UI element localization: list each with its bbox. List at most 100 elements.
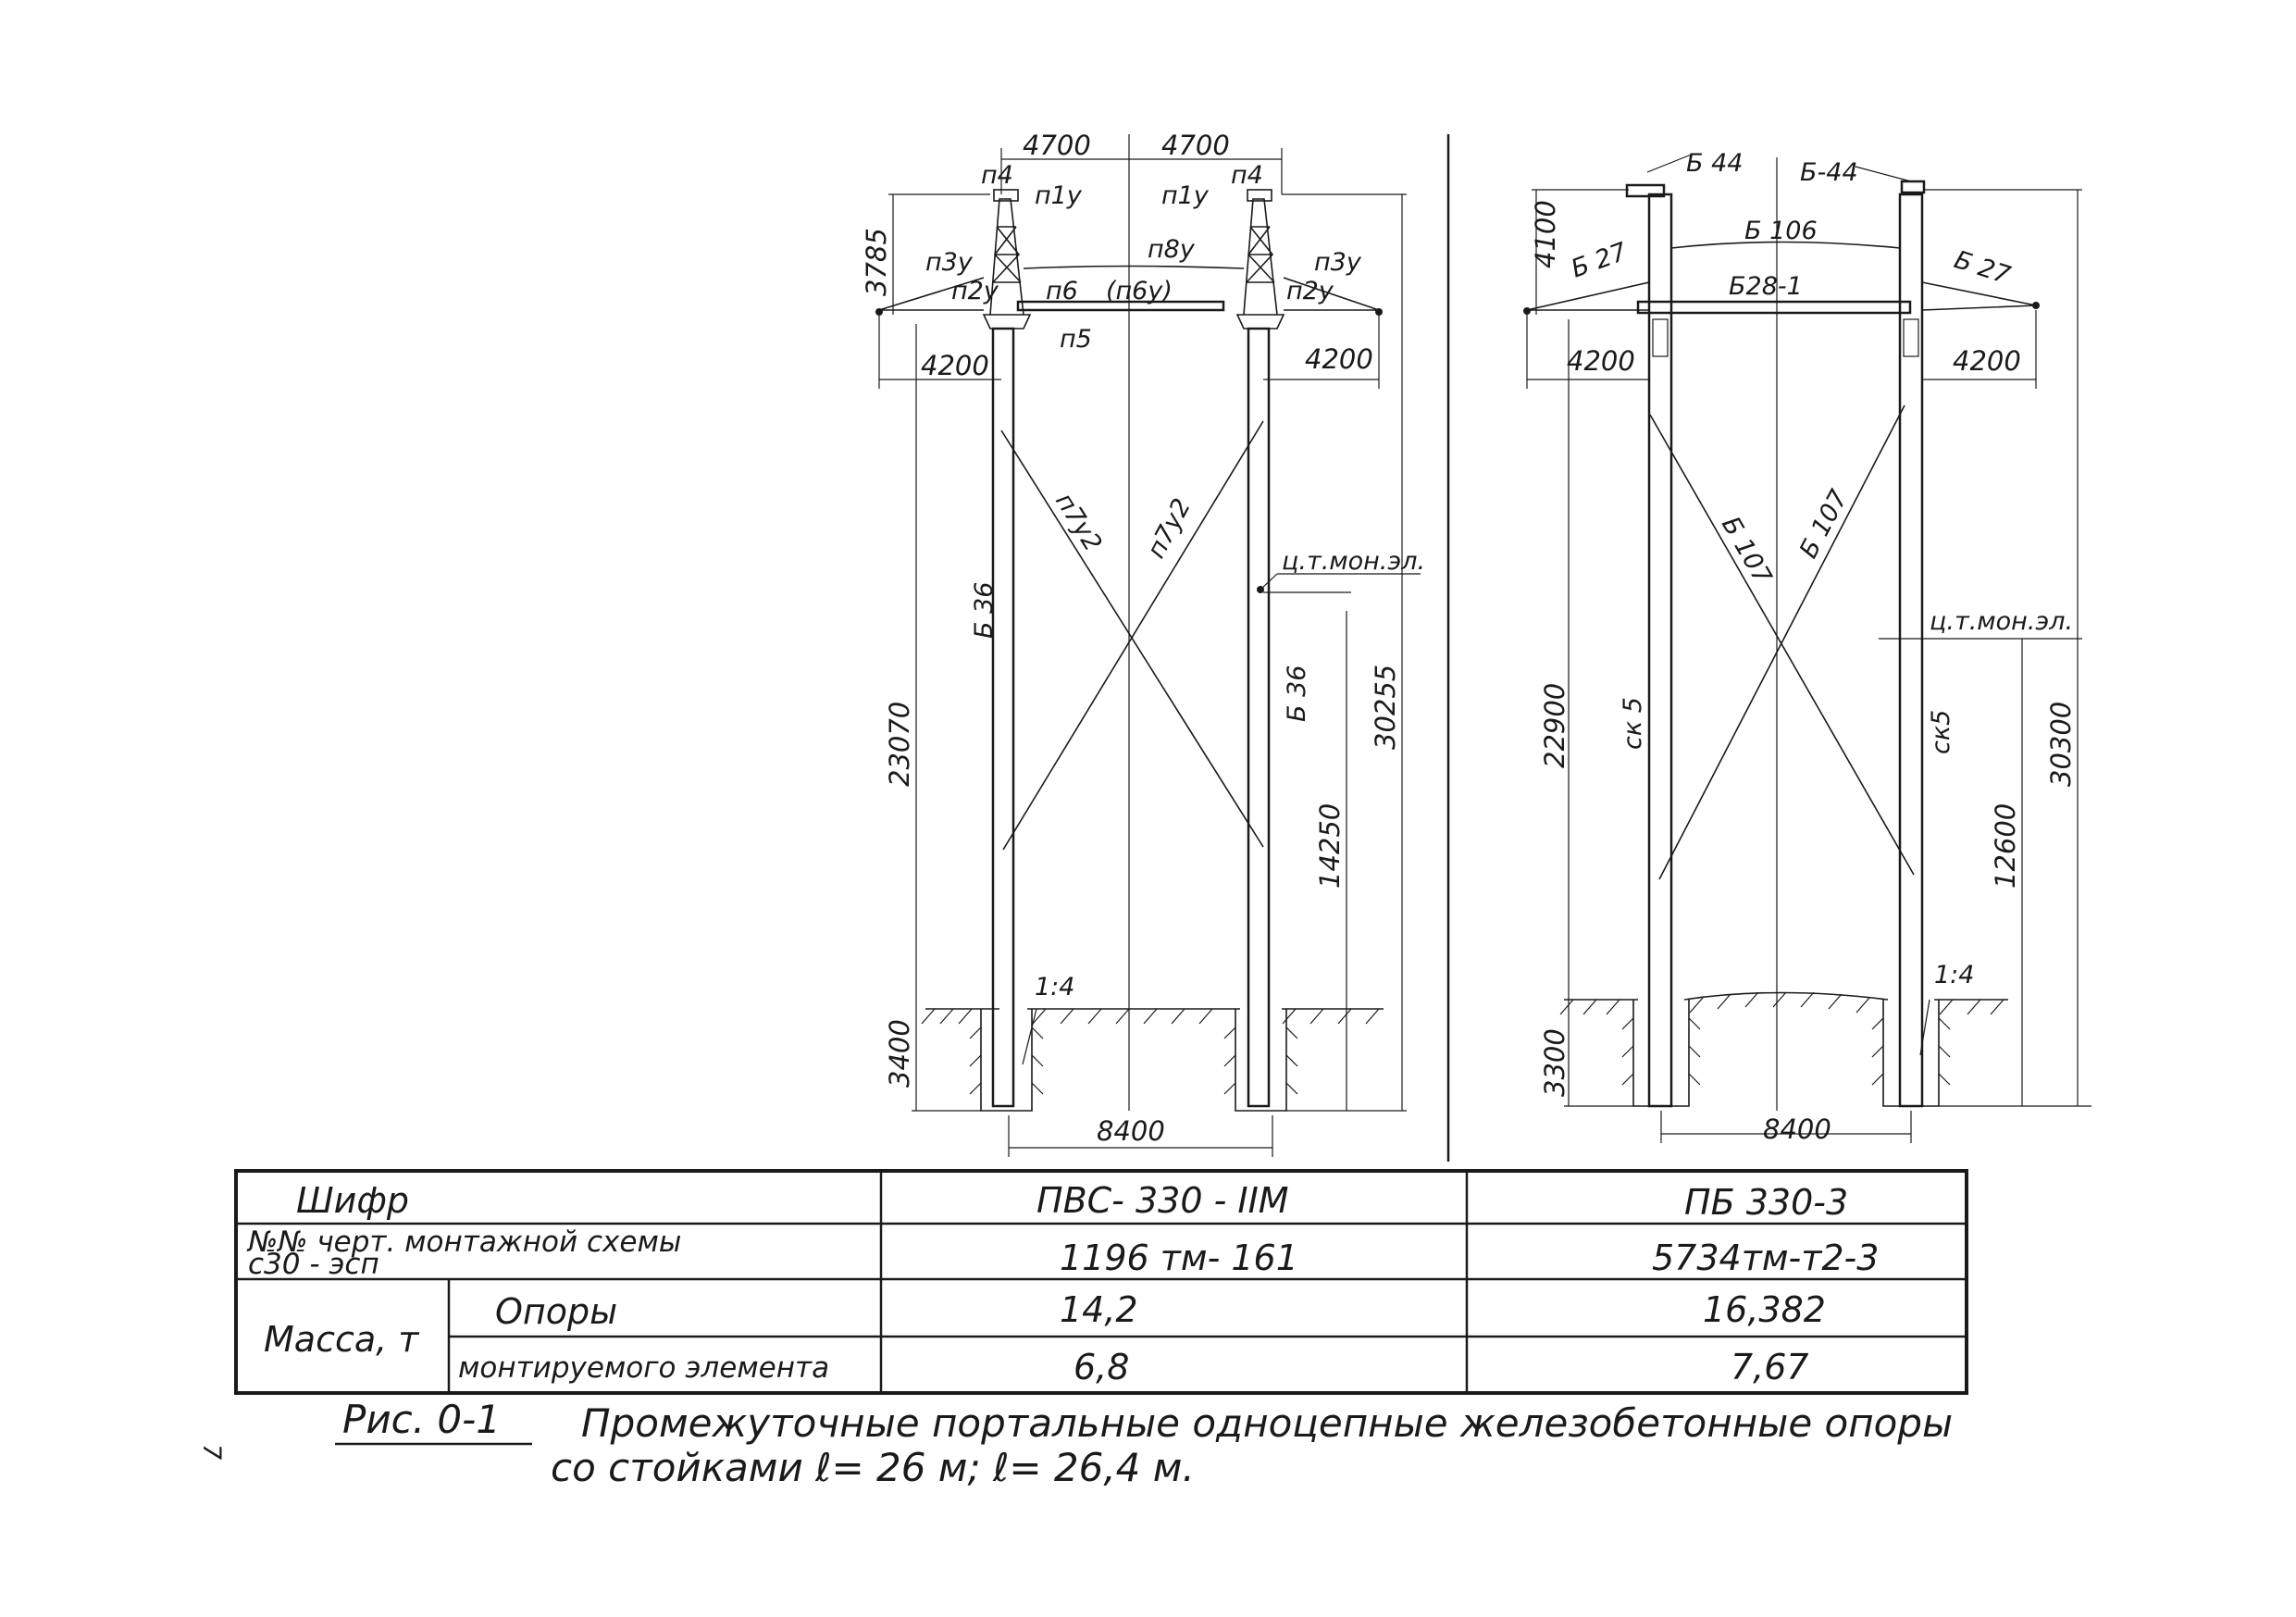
right-dim-pole-height: 22900: [1539, 683, 1570, 768]
right-b44-leader-2: [1855, 166, 1912, 182]
left-pit-1: [980, 1009, 1033, 1112]
right-dim-cg-height: 12600: [1990, 803, 2021, 889]
right-insert-1: [1652, 318, 1669, 357]
right-label-pole-1: ск 5: [1619, 697, 1647, 750]
left-dim-height-top: 3785: [861, 228, 892, 296]
left-outer-arms: [878, 277, 1380, 311]
right-arm-end-2: [2032, 302, 2040, 309]
left-label-p1u-right: п1у: [1161, 181, 1210, 210]
right-arm-end-1: [1523, 307, 1531, 315]
left-brace-a: [1000, 429, 1264, 848]
left-dim-pole-height: 23070: [884, 702, 915, 787]
right-top-tie: [1670, 241, 1901, 249]
left-top-tie: [1023, 265, 1245, 269]
left-label-cg: ц.т.мон.эл.: [1282, 547, 1425, 576]
page-number: 7: [197, 1444, 226, 1460]
left-crossarm: [1016, 300, 1225, 312]
right-cap-2: [1900, 180, 1926, 194]
left-label-p8u: п8у: [1148, 235, 1196, 264]
left-brace-b: [1002, 420, 1264, 851]
right-brace-a: [1649, 414, 1915, 876]
right-dim-arm-right: 4200: [1953, 345, 2021, 377]
table-label-element: монтируемого элемента: [458, 1351, 829, 1385]
right-outer-arms: [1526, 281, 2037, 311]
left-dim-top-left: 4700: [1023, 130, 1091, 161]
table-label-support: Опоры: [495, 1291, 617, 1332]
left-label-p2u-right: п2у: [1286, 277, 1334, 305]
left-dim-arm-left: 4200: [921, 350, 989, 381]
right-label-b44-right: Б-44: [1800, 158, 1858, 187]
left-pit-hatch: [969, 1026, 1298, 1095]
left-label-p6: п6: [1046, 277, 1078, 305]
left-label-p1u-left: п1у: [1035, 181, 1083, 210]
right-support-drawing: 4100 4200 4200 22900 3300 12600 30300 84…: [1523, 149, 2091, 1145]
left-dim-cg-height: 14250: [1314, 803, 1346, 889]
left-pole-2: [1247, 327, 1271, 1108]
right-dim-base-span: 8400: [1763, 1113, 1831, 1145]
left-label-p4-right: п4: [1231, 161, 1263, 190]
right-label-pole-2: ск5: [1927, 710, 1955, 754]
left-ground-hatch: [921, 1008, 1380, 1025]
right-slope: 1:4: [1934, 961, 1974, 989]
right-pit-hatch: [1621, 1017, 1951, 1086]
left-label-p6u: (п6у): [1106, 277, 1173, 305]
table-label-mass: Масса, т: [264, 1319, 420, 1360]
table-drawing-left: 1196 тм- 161: [1060, 1238, 1298, 1278]
right-label-b27-left: Б 27: [1568, 237, 1631, 283]
left-support-drawing: 4700 4700 4200 4200 3785 23070 3400 1425…: [861, 130, 1425, 1157]
left-label-brace-right: п7у2: [1142, 494, 1197, 564]
left-label-pole-2: Б 36: [1283, 665, 1311, 722]
left-dim-embed: 3400: [884, 1019, 915, 1088]
table-support-left: 14,2: [1060, 1289, 1138, 1330]
right-dim-arm-left: 4200: [1567, 345, 1635, 377]
right-label-cg: ц.т.мон.эл.: [1930, 607, 2073, 636]
right-label-b28: Б28-1: [1729, 272, 1803, 301]
left-dim-arm-right: 4200: [1305, 343, 1373, 375]
left-slope: 1:4: [1035, 973, 1074, 1001]
caption-line-2: со стойками ℓ= 26 м; ℓ= 26,4 м.: [551, 1445, 1195, 1490]
right-dim-arm-height: 4100: [1530, 200, 1561, 268]
left-arm-end-2: [1375, 308, 1383, 316]
table-frame: [234, 1169, 1968, 1395]
data-table: Шифр ПВС- 330 - IIМ ПБ 330-3 №№ черт. мо…: [234, 1169, 1968, 1395]
left-lattice-2: [1235, 189, 1285, 330]
table-label-drawing-line2: с30 - эсп: [248, 1248, 379, 1281]
right-label-b27-right: Б 27: [1951, 245, 2014, 290]
table-element-left: 6,8: [1074, 1347, 1129, 1387]
table-shifr-right: ПБ 330-3: [1684, 1182, 1848, 1223]
right-label-b44-left: Б 44: [1686, 149, 1743, 178]
right-dim-embed: 3300: [1539, 1028, 1570, 1097]
table-label-drawing-line1: №№ черт. монтажной схемы: [246, 1225, 681, 1259]
left-pit-2: [1235, 1009, 1287, 1112]
right-brace-b: [1658, 404, 1905, 880]
left-label-p5: п5: [1060, 325, 1092, 354]
right-ground: [1564, 991, 2008, 1001]
caption-fig-number: Рис. 0-1: [342, 1397, 501, 1442]
table-label-shifr: Шифр: [296, 1180, 409, 1221]
left-label-p2u-left: п2у: [951, 277, 999, 305]
table-shifr-left: ПВС- 330 - IIМ: [1036, 1180, 1289, 1221]
left-dim-base-span: 8400: [1097, 1115, 1165, 1147]
right-dimension-lines: [1526, 189, 2091, 1143]
left-arm-end-1: [875, 308, 883, 316]
left-lattice-1: [982, 189, 1032, 330]
left-label-pole-1: Б 36: [970, 582, 999, 639]
left-label-p4: п4: [981, 161, 1013, 190]
table-support-right: 16,382: [1703, 1289, 1826, 1330]
table-element-right: 7,67: [1731, 1347, 1809, 1387]
right-label-b106: Б 106: [1744, 217, 1818, 245]
right-pit-1: [1632, 1000, 1690, 1107]
right-b44-leader: [1646, 153, 1694, 173]
right-dim-total: 30300: [2045, 702, 2077, 787]
left-label-p3u-left: п3у: [925, 248, 974, 277]
right-crossarm: [1636, 300, 1912, 315]
right-pit-2: [1882, 1000, 1940, 1107]
right-cap-1: [1625, 183, 1666, 198]
left-dim-top-right: 4700: [1161, 130, 1230, 161]
left-label-p3u-right: п3у: [1314, 248, 1362, 277]
right-ground-hatch: [1559, 991, 2004, 1015]
left-dimension-lines: [878, 148, 1407, 1157]
left-cg-leader: [1260, 573, 1278, 591]
right-label-brace-left: Б 107: [1716, 512, 1777, 590]
